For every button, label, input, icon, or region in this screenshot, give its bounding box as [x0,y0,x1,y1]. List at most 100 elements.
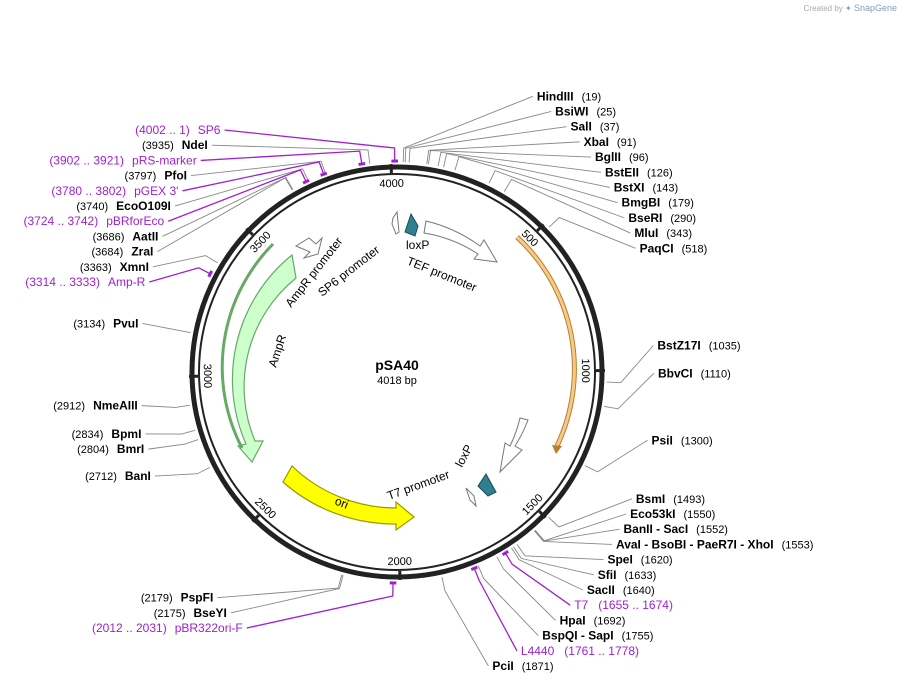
site-leader-line [141,404,190,408]
plasmid-name: pSA40 [375,357,419,373]
site-leader-line [606,345,654,384]
primer-range: (3902 .. 3921) [49,153,124,167]
site-name: BanI [125,469,151,483]
site-label: (3134)PvuI [73,316,138,330]
site-position: (19) [582,91,602,103]
site-position: (1110) [701,368,731,380]
primer-label: (3902 .. 3921) pRS-marker [49,153,196,167]
site-name: BsiWI [555,104,588,118]
site-position: (2912) [53,401,85,413]
site-label: PaqCI (518) [640,241,708,255]
primer-name: pRS-marker [132,153,197,167]
site-label: SalI(37) [570,120,619,134]
site-leader-line [437,151,602,173]
sp6-promoter-feature [391,210,400,235]
site-position: (1692) [594,615,626,627]
site-position: (1553) [782,539,814,551]
site-label: SacII(1640) [587,583,655,597]
loxp-bottom-feature [477,473,497,497]
site-name: AatII [132,229,158,243]
site-position: (1550) [683,509,715,521]
site-label: PciI (1871) [492,659,553,673]
site-leader-line [516,544,604,561]
site-name: MluI [634,226,658,240]
site-position: (1035) [709,341,741,353]
site-labels: HindIII(19)BsiWI(25)SalI(37)XbaI(91)BglI… [23,89,813,673]
site-leader-line [443,153,610,188]
site-label: BsmI(1493) [636,492,705,506]
orf-arrowhead [552,445,562,454]
primer-label: (3724 .. 3742)pBRforEco [23,214,164,228]
site-name: XbaI [584,135,609,149]
loxp-bottom-label: loxP [452,442,475,469]
site-leader-line [534,530,613,545]
site-name: ZraI [131,245,153,259]
site-leader-line [157,177,293,253]
site-leader-line [211,144,371,164]
primer-label: (4002 .. 1)SP6 [135,123,221,137]
primer-leader-line [200,150,363,166]
site-name: BsmI [636,492,665,506]
primer-label: (3314 .. 3333)Amp-R [25,275,145,289]
site-name: PciI [492,659,513,673]
site-position: (1620) [641,555,673,567]
primer-name: pGEX 3' [134,184,178,198]
site-name: SalI [570,120,591,134]
site-label: (2712)BanI [85,469,151,483]
site-position: (1755) [622,631,654,643]
primer-binding-mark [470,565,478,571]
site-position: (143) [652,182,678,194]
site-label: (2834)BpmI [72,427,142,441]
site-name: NmeAIII [93,399,138,413]
site-leader-line [584,439,648,473]
site-leader-line [408,126,567,163]
site-name: BstEII [605,165,639,179]
tick-label: 4000 [379,178,404,191]
site-label: (2804)BmrI [77,442,144,456]
site-label: AvaI - BsoBI - PaeR7I - XhoI (1553) [616,537,813,551]
site-leader-line [477,565,539,636]
site-label: (2912) NmeAIII [53,399,137,413]
site-label: BstEII(126) [605,165,673,179]
site-name: BmrI [117,442,144,456]
site-leader-line [142,322,191,334]
site-leader-line [190,160,327,177]
primer-range: (3724 .. 3742) [23,214,98,228]
snapgene-credit: Created by ✦ SnapGene [804,3,897,13]
site-label: BglII(96) [595,150,649,164]
site-name: Eco53kI [630,507,675,521]
site-name: BseYI [193,606,226,620]
primer-binding-mark [207,270,214,278]
site-label: BstXI(143) [614,180,678,194]
site-name: PaqCI [640,241,674,255]
primer-binding-mark [358,161,366,167]
site-position: (1871) [522,661,554,673]
site-leader-lines [141,95,655,667]
primer-label: (3780 .. 3802)pGEX 3' [51,184,178,198]
ori-label: ori [333,494,351,512]
site-name: BstZ17I [657,339,700,353]
site-label: MluI(343) [634,226,692,240]
site-name: SacII [587,583,615,597]
site-name: NdeI [182,138,208,152]
tef-terminator-feature [499,417,529,474]
site-leader-line [488,170,625,219]
tick-mark [245,227,254,236]
primer-binding-mark [320,171,328,177]
primer-leader-line [224,129,396,163]
site-label: (3684)ZraI [92,245,154,259]
site-position: (518) [682,243,708,255]
site-leader-line [513,546,594,576]
site-name: SfiI [598,568,617,582]
site-leader-line [152,255,218,268]
tick-label: 1000 [579,358,591,383]
site-name: AvaI - BsoBI - PaeR7I - XhoI [616,537,774,551]
site-name: PspFI [181,591,214,605]
site-leader-line [503,178,631,234]
site-leader-line [427,150,591,165]
primer-leader-line [167,169,308,222]
site-label: BstZ17I (1035) [657,339,740,353]
tick-mark [538,510,547,519]
primer-range: (1761 .. 1778) [564,644,639,658]
tick-label: 2000 [387,556,412,568]
